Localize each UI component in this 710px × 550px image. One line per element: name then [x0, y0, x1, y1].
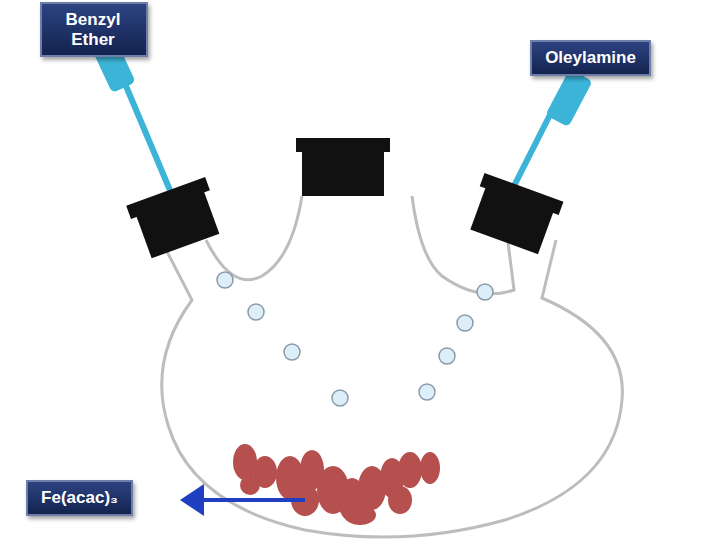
leader-arrow: [184, 498, 305, 502]
label-text: Benzyl Ether: [54, 10, 132, 49]
flask-outline: [160, 196, 622, 537]
label-text: Oleylamine: [544, 48, 637, 68]
red-particles: [233, 444, 440, 525]
stopper-center: [296, 138, 390, 196]
bubbles: [217, 272, 493, 406]
stopper-right: [465, 173, 564, 256]
label-box: Oleylamine: [530, 40, 651, 76]
syringe-right: [508, 69, 593, 198]
label-box: Benzyl Ether: [40, 2, 148, 57]
label-text: Fe(acac)₃: [40, 488, 119, 508]
syringe-left: [90, 35, 172, 195]
stopper-left: [126, 177, 225, 260]
label-box: Fe(acac)₃: [26, 480, 133, 516]
